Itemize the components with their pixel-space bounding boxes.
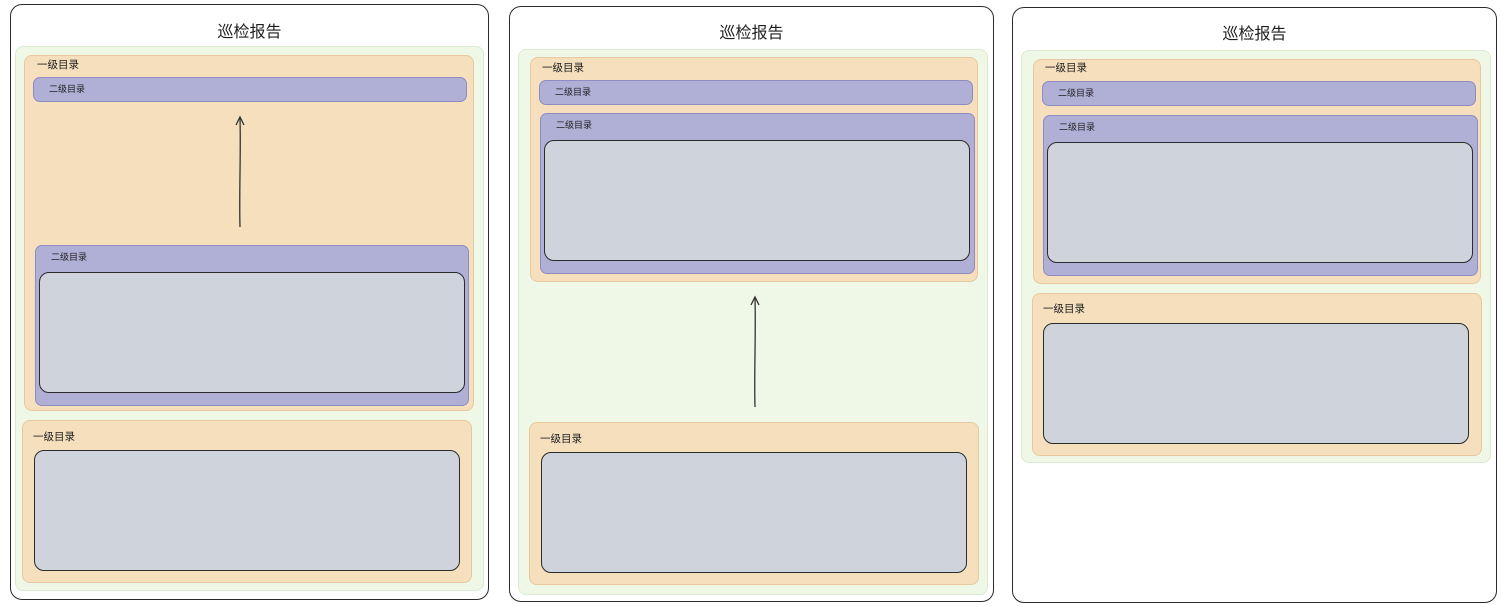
level2-section: 二级目录 — [540, 113, 975, 274]
canvas: 一级目录 二级目录 二级目录 一级目录 — [15, 46, 484, 591]
canvas: 一级目录 二级目录 二级目录 一级目录 — [518, 49, 988, 595]
level1-section: 一级目录 二级目录 二级目录 — [24, 55, 474, 411]
level2-label: 二级目录 — [1059, 123, 1096, 133]
content-placeholder — [1043, 323, 1469, 444]
level1-section: 一级目录 二级目录 二级目录 — [1033, 59, 1481, 284]
level2-section: 二级目录 — [539, 80, 973, 105]
level1-section: 一级目录 — [22, 420, 472, 583]
report-panel-3: 巡检报告 一级目录 二级目录 二级目录 一级目录 — [1012, 7, 1497, 603]
level2-section: 二级目录 — [1042, 81, 1476, 106]
level1-section: 一级目录 二级目录 二级目录 — [530, 57, 978, 282]
canvas: 一级目录 二级目录 二级目录 一级目录 — [1021, 50, 1491, 463]
move-up-arrow — [235, 115, 245, 228]
level1-label: 一级目录 — [1045, 62, 1087, 74]
level1-section: 一级目录 — [529, 422, 979, 585]
level2-section: 二级目录 — [33, 77, 467, 102]
level1-label: 一级目录 — [540, 433, 582, 445]
level1-label: 一级目录 — [1043, 303, 1085, 315]
level1-label: 一级目录 — [33, 431, 75, 443]
level2-section: 二级目录 — [35, 245, 469, 406]
level2-label: 二级目录 — [51, 253, 88, 263]
content-placeholder — [544, 140, 970, 261]
panel-title: 巡检报告 — [719, 23, 784, 42]
content-placeholder — [39, 272, 465, 393]
content-placeholder — [1047, 142, 1473, 263]
content-placeholder — [34, 450, 460, 571]
panel-title: 巡检报告 — [217, 22, 282, 41]
level1-section: 一级目录 — [1032, 293, 1482, 456]
content-placeholder — [541, 452, 967, 573]
level1-label: 一级目录 — [37, 59, 79, 71]
level1-label: 一级目录 — [542, 62, 584, 74]
level2-label: 二级目录 — [556, 121, 593, 131]
report-panel-1: 巡检报告 一级目录 二级目录 二级目录 一级目录 — [10, 4, 489, 600]
report-panel-2: 巡检报告 一级目录 二级目录 二级目录 一级目录 — [509, 6, 994, 602]
level2-label: 二级目录 — [1058, 89, 1095, 99]
level2-section: 二级目录 — [1043, 115, 1478, 276]
level2-label: 二级目录 — [49, 85, 86, 95]
level2-label: 二级目录 — [555, 88, 592, 98]
move-up-arrow — [750, 295, 760, 408]
panel-title: 巡检报告 — [1222, 24, 1287, 43]
